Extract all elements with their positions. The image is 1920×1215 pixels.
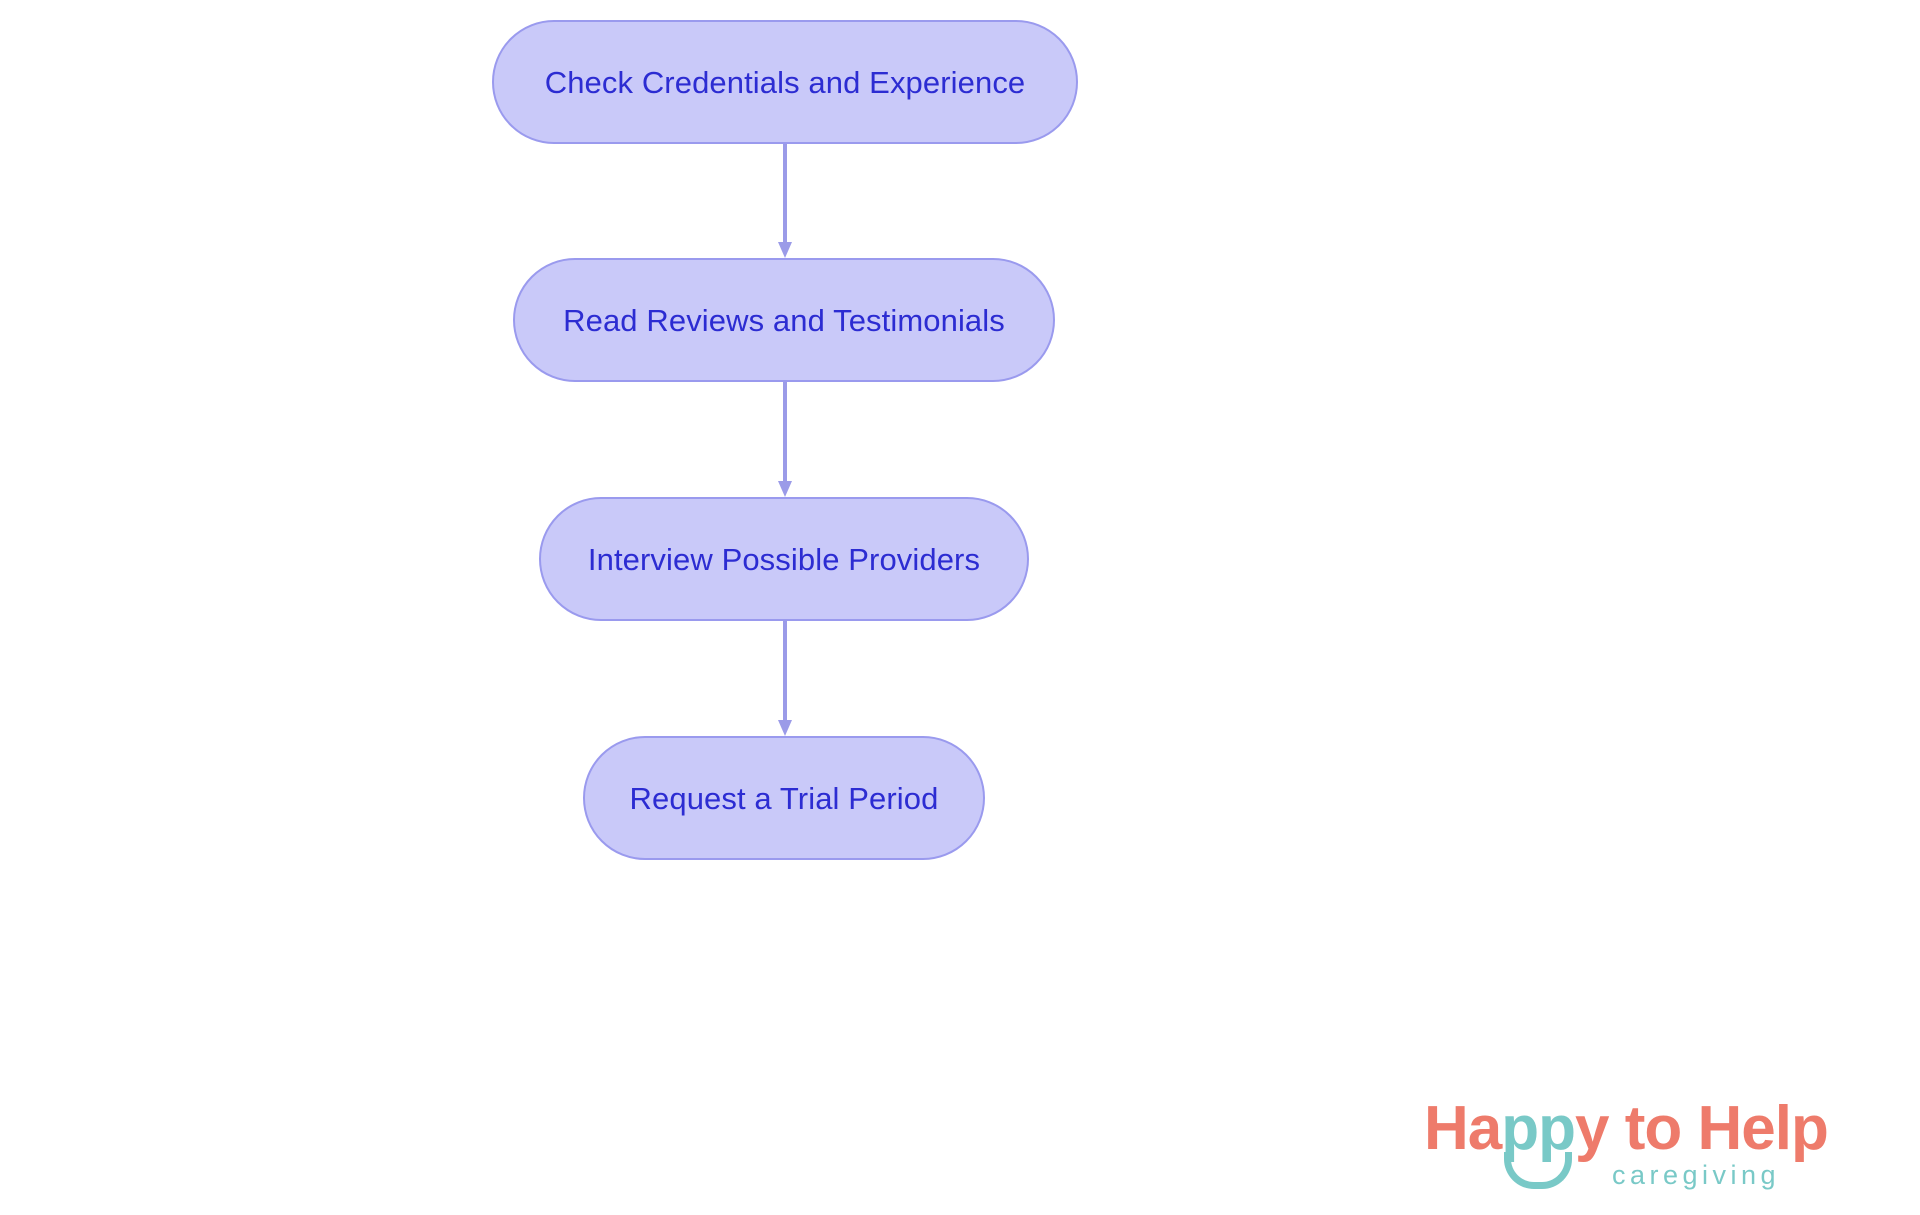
flow-node-check-credentials-and-experience[interactable]: Check Credentials and Experience: [492, 20, 1078, 144]
brand-logo: Happy to Help caregiving: [1424, 1098, 1894, 1202]
flow-arrow-1-to-2: [778, 144, 792, 258]
flow-node-read-reviews-and-testimonials[interactable]: Read Reviews and Testimonials: [513, 258, 1055, 382]
arrow-line: [783, 144, 787, 242]
flow-node-interview-possible-providers[interactable]: Interview Possible Providers: [539, 497, 1029, 621]
logo-tagline: caregiving: [1612, 1160, 1781, 1190]
arrow-head-icon: [778, 242, 792, 258]
flow-node-label: Check Credentials and Experience: [544, 64, 1026, 100]
arrow-head-icon: [778, 481, 792, 497]
flow-node-label: Read Reviews and Testimonials: [563, 302, 1005, 338]
logo-word-part-2: pp: [1501, 1094, 1576, 1163]
logo-word-part-3: y to Help: [1575, 1094, 1829, 1163]
flow-node-label: Request a Trial Period: [629, 780, 939, 816]
flow-node-request-a-trial-period[interactable]: Request a Trial Period: [583, 736, 985, 860]
arrow-line: [783, 621, 787, 720]
flow-node-label: Interview Possible Providers: [587, 541, 981, 577]
arrow-head-icon: [778, 720, 792, 736]
arrow-line: [783, 382, 787, 481]
logo-wordmark: Happy to Help: [1424, 1098, 1829, 1160]
flow-arrow-2-to-3: [778, 382, 792, 497]
flow-arrow-3-to-4: [778, 621, 792, 736]
smile-icon: [1504, 1152, 1572, 1189]
logo-word-part-1: Ha: [1424, 1094, 1502, 1163]
